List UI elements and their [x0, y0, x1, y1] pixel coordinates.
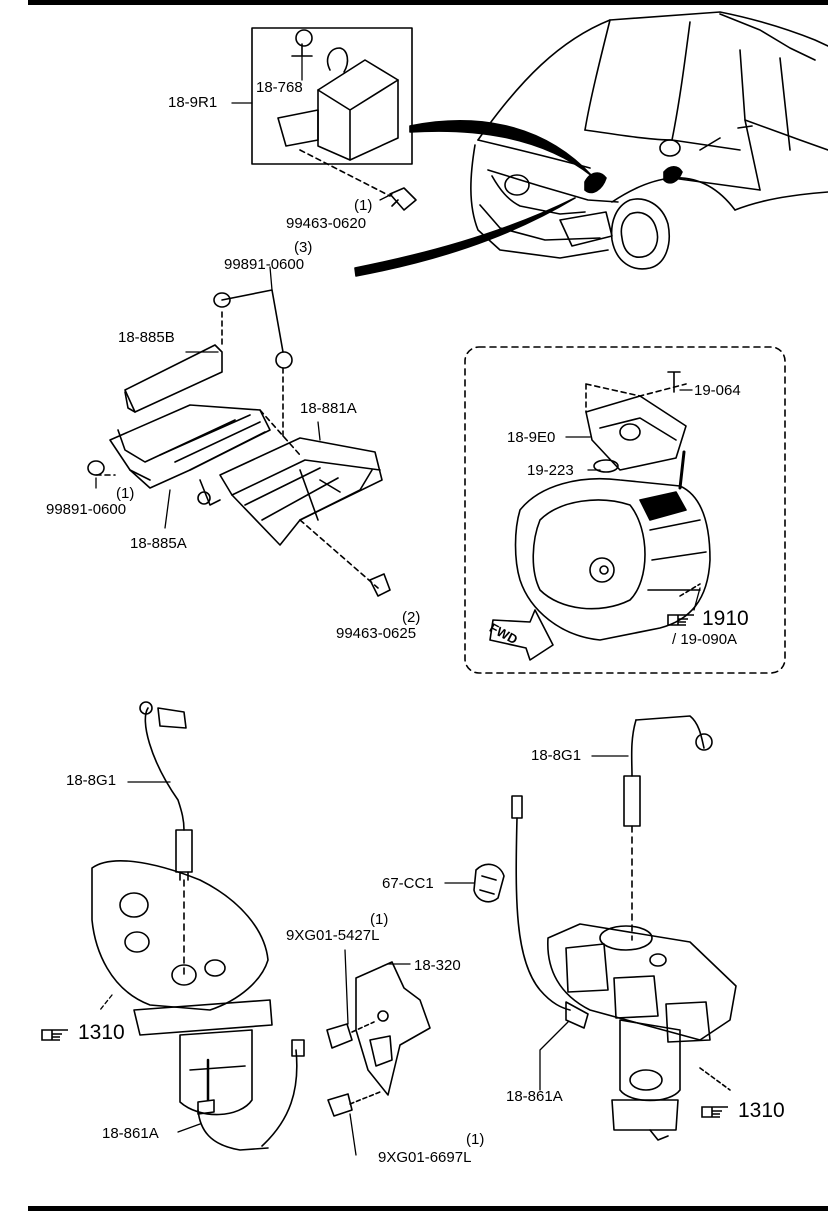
ref-1310-right[interactable]: 1310: [738, 1099, 785, 1122]
label-19-064: 19-064: [694, 382, 741, 399]
module-detail-box: [252, 28, 412, 196]
label-18-8G1-left: 18-8G1: [66, 772, 117, 789]
qty-99463-0625: (2): [402, 609, 421, 626]
qty-9XG01-5427L: (1): [370, 911, 389, 928]
label-67-CC1: 67-CC1: [382, 875, 434, 892]
right-exhaust-manifold: [512, 716, 736, 1140]
left-exhaust-manifold: [92, 702, 304, 1150]
qty-99891-0600-left: (1): [116, 485, 135, 502]
label-18-768: 18-768: [256, 79, 303, 96]
clip-67-cc1: [474, 864, 504, 901]
label-18-885B: 18-885B: [118, 329, 175, 346]
label-19-223: 19-223: [527, 462, 574, 479]
pointing-hand-icon: [40, 1024, 72, 1044]
leader-lines: [96, 56, 700, 1155]
vehicle-illustration: [471, 12, 828, 269]
bottom-rule: [28, 1206, 828, 1211]
qty-99463-0620: (1): [354, 197, 373, 214]
transmission-illustration: [516, 372, 711, 640]
ref-1910[interactable]: 1910: [702, 607, 749, 630]
ref-1310-left[interactable]: 1310: [78, 1021, 125, 1044]
ref-19-090A[interactable]: / 19-090A: [672, 631, 738, 648]
label-18-861A-left: 18-861A: [102, 1125, 159, 1142]
pointing-hand-icon: [700, 1101, 732, 1121]
pointing-hand-icon: [666, 609, 698, 629]
ecu-bracket-assembly: [88, 290, 390, 596]
bolt-99463-0620: [390, 188, 416, 210]
heat-shield: [327, 962, 430, 1116]
label-18-9R1: 18-9R1: [168, 94, 218, 111]
qty-9XG01-6697L: (1): [466, 1131, 485, 1148]
qty-99891-0600-top: (3): [294, 239, 313, 256]
label-9XG01-6697L: 9XG01-6697L: [378, 1149, 472, 1166]
label-18-9E0: 18-9E0: [507, 429, 556, 446]
label-18-861A-right: 18-861A: [506, 1088, 563, 1105]
label-99463-0620: 99463-0620: [286, 215, 367, 232]
pointer-arrow-upper: [410, 121, 592, 176]
label-18-320: 18-320: [414, 957, 461, 974]
label-99463-0625: 99463-0625: [336, 625, 417, 642]
label-18-8G1-right: 18-8G1: [531, 747, 582, 764]
label-18-881A: 18-881A: [300, 400, 357, 417]
label-99891-0600-left: 99891-0600: [46, 501, 127, 518]
label-9XG01-5427L: 9XG01-5427L: [286, 927, 380, 944]
top-rule: [28, 0, 828, 5]
pointer-arrow-lower: [355, 198, 575, 276]
transmission-detail-box: [465, 347, 785, 673]
fwd-arrow: [490, 610, 553, 660]
label-18-885A: 18-885A: [130, 535, 187, 552]
label-99891-0600-top: 99891-0600: [224, 256, 305, 273]
